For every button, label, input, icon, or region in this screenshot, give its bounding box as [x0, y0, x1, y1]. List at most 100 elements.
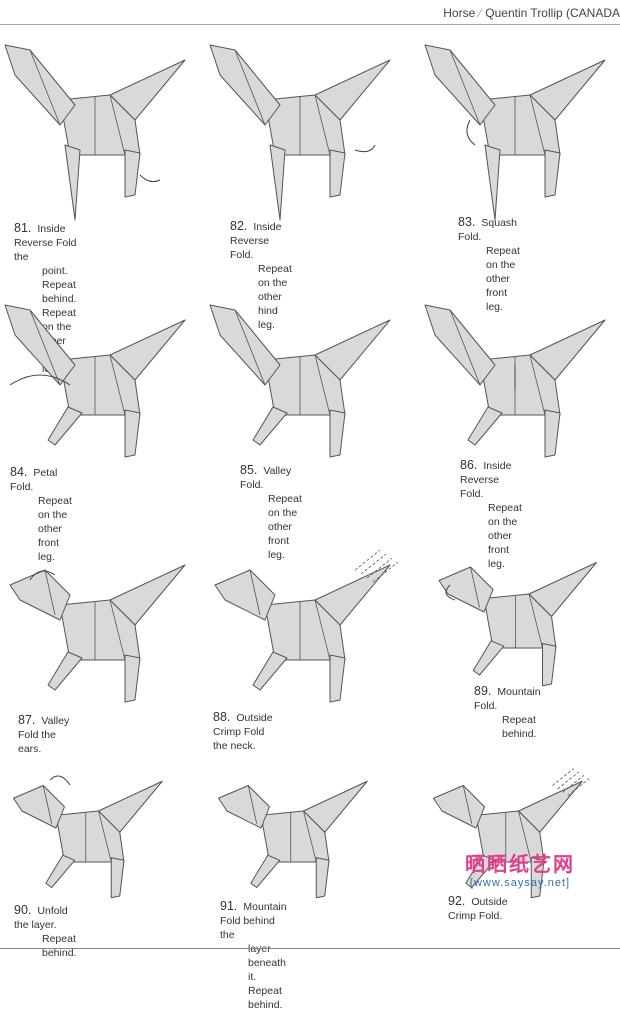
- step-number: 81.: [14, 221, 32, 235]
- step-number: 85.: [240, 463, 258, 477]
- body-crease: [314, 599, 331, 661]
- step-number: 86.: [460, 458, 478, 472]
- crimp-line: [557, 771, 580, 790]
- crimp-line: [372, 561, 399, 583]
- step-number: 82.: [230, 219, 248, 233]
- neck-crease: [449, 309, 481, 386]
- horse-body: [264, 354, 346, 416]
- caption-line: Repeat behind.: [42, 933, 77, 959]
- crimp-line: [567, 778, 590, 797]
- caption-line: Repeat behind.: [502, 714, 537, 740]
- front-leg: [47, 406, 83, 446]
- crimp-line: [354, 549, 381, 571]
- caption-line: front leg.: [38, 537, 60, 563]
- horse-body: [55, 810, 125, 863]
- step-caption: 88.Outside Crimp Fold the neck.: [213, 710, 273, 753]
- horse-body: [475, 810, 545, 863]
- head-crease: [470, 566, 480, 608]
- horse-diagram-91: [218, 780, 368, 899]
- body-crease: [109, 354, 126, 416]
- horse-diagram-90: [13, 775, 163, 899]
- front-leg: [465, 854, 496, 888]
- horse-head: [214, 569, 276, 621]
- caption-line: Repeat on the other hind leg.: [258, 263, 292, 331]
- horse-neck: [424, 304, 496, 386]
- horse-head: [9, 569, 71, 621]
- caption-line: Mountain Fold behind the: [220, 901, 287, 941]
- neck-crease: [29, 309, 61, 386]
- caption-line: Repeat on the other: [38, 495, 72, 535]
- caption-line: Mountain Fold.: [474, 686, 541, 712]
- step-caption: 84.Petal Fold. Repeat on the other front…: [10, 465, 72, 564]
- body-crease: [528, 593, 543, 649]
- header-subject: Horse: [443, 6, 476, 20]
- horse-diagram-86: [424, 304, 606, 458]
- caption-line: Squash Fold.: [458, 217, 518, 243]
- step-number: 87.: [18, 713, 36, 727]
- step-number: 91.: [220, 899, 238, 913]
- horse-diagram-83: [424, 44, 606, 221]
- caption-line: front leg.: [268, 535, 290, 561]
- horse-body: [260, 810, 330, 863]
- front-leg: [252, 651, 288, 691]
- horse-neck: [209, 304, 281, 386]
- step-caption: 87.Valley Fold the ears.: [18, 713, 69, 756]
- watermark-title: 晒晒纸艺网: [465, 852, 575, 876]
- front-leg: [47, 651, 83, 691]
- hind-leg: [329, 654, 346, 703]
- fold-arrow: [139, 174, 161, 183]
- body-crease: [529, 354, 546, 416]
- step-caption: 90.Unfold the layer. Repeat behind.: [14, 903, 76, 960]
- crimp-line: [360, 553, 387, 575]
- hind-leg: [544, 149, 561, 198]
- body-crease: [109, 599, 126, 661]
- caption-line: Valley Fold.: [240, 465, 292, 491]
- horse-head: [13, 785, 65, 829]
- horse-neck: [4, 44, 76, 126]
- step-caption: 82.Inside Reverse Fold. Repeat on the ot…: [230, 219, 292, 332]
- hind-leg: [124, 149, 141, 198]
- front-leg: [45, 854, 76, 888]
- head-crease: [42, 785, 53, 824]
- step-number: 90.: [14, 903, 32, 917]
- hind-leg: [530, 857, 545, 899]
- caption-line: Outside Crimp Fold.: [448, 896, 508, 922]
- fold-arrow: [29, 570, 56, 581]
- hind-leg: [315, 857, 330, 899]
- front-leg: [64, 144, 81, 221]
- caption-line: Repeat on the other: [268, 493, 302, 533]
- horse-neck: [4, 304, 76, 386]
- hind-leg: [329, 149, 346, 198]
- caption-line: Inside Reverse Fold.: [460, 460, 512, 500]
- step-caption: 91.Mountain Fold behind the layer beneat…: [220, 899, 287, 1012]
- crimp-line: [366, 557, 393, 579]
- body-crease: [314, 94, 331, 156]
- caption-line: Valley Fold the ears.: [18, 715, 70, 755]
- step-number: 88.: [213, 710, 231, 724]
- head-crease: [462, 785, 473, 824]
- body-crease: [98, 810, 112, 863]
- crimp-line: [552, 768, 574, 786]
- step-number: 84.: [10, 465, 28, 479]
- body-crease: [109, 94, 126, 156]
- horse-diagram-84: [4, 304, 186, 458]
- caption-line: point. Repeat behind.: [42, 265, 77, 305]
- head-crease: [249, 569, 261, 616]
- front-leg: [250, 854, 281, 888]
- caption-line: Repeat on the other: [486, 245, 520, 285]
- hind-leg: [124, 409, 141, 458]
- step-number: 83.: [458, 215, 476, 229]
- hind-leg: [544, 409, 561, 458]
- neck-crease: [234, 49, 266, 126]
- crimp-line: [562, 774, 585, 793]
- horse-diagram-92: [433, 768, 590, 899]
- horse-diagram-85: [209, 304, 391, 458]
- front-leg: [269, 144, 286, 221]
- horse-diagram-88: [214, 549, 399, 703]
- hind-leg: [542, 643, 557, 687]
- hind-leg: [329, 409, 346, 458]
- neck-crease: [449, 49, 481, 126]
- bottom-rule: [0, 948, 620, 949]
- header-separator: ⁄: [479, 6, 482, 20]
- neck-crease: [234, 309, 266, 386]
